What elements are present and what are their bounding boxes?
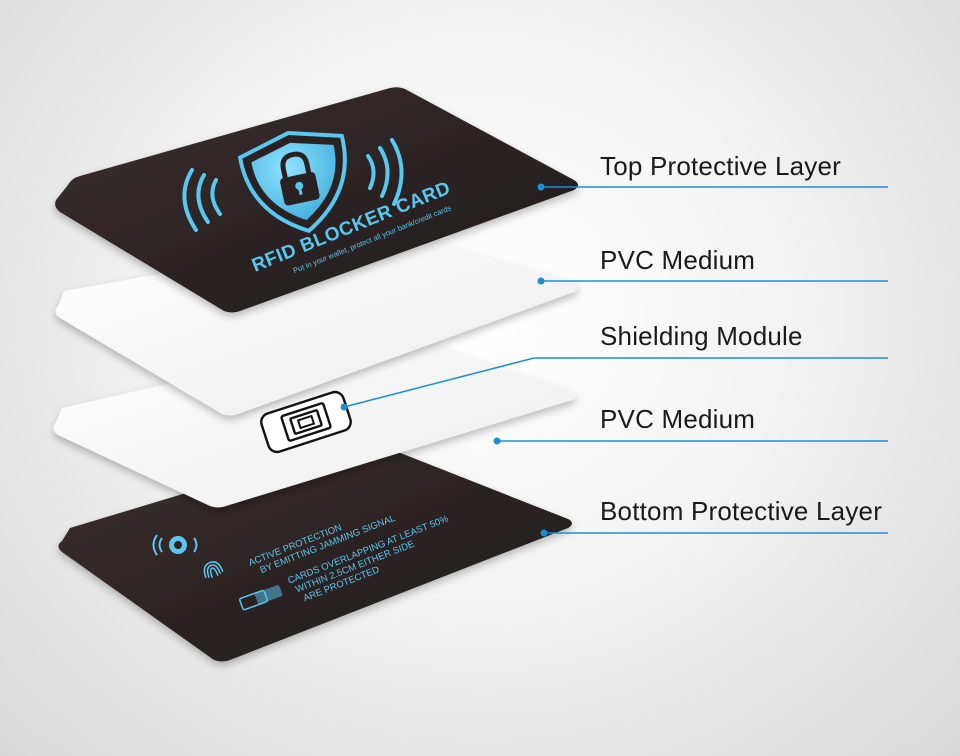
right-signal-waves-icon	[366, 138, 404, 206]
dot-bottom-protective	[540, 529, 548, 537]
leader-shielding	[343, 357, 888, 408]
dot-pvc-upper	[537, 277, 545, 285]
card-overlap-icon	[239, 585, 283, 611]
dot-top-protective	[537, 183, 545, 191]
bottom-protective-card	[58, 440, 572, 662]
label-shielding-module: Shielding Module	[600, 321, 803, 351]
label-bottom-protective-layer: Bottom Protective Layer	[600, 496, 883, 526]
shield-lock-icon	[237, 131, 347, 234]
dot-shielding	[340, 403, 348, 411]
leader-lines	[343, 186, 888, 534]
dot-pvc-lower	[493, 437, 501, 445]
left-signal-waves-icon	[182, 168, 222, 232]
signal-lock-icon	[152, 534, 198, 556]
label-top-protective-layer: Top Protective Layer	[600, 151, 842, 181]
fingerprint-icon	[203, 561, 224, 579]
leader-dots	[340, 183, 548, 537]
label-pvc-medium-upper: PVC Medium	[600, 245, 756, 275]
label-pvc-medium-lower: PVC Medium	[600, 404, 756, 434]
